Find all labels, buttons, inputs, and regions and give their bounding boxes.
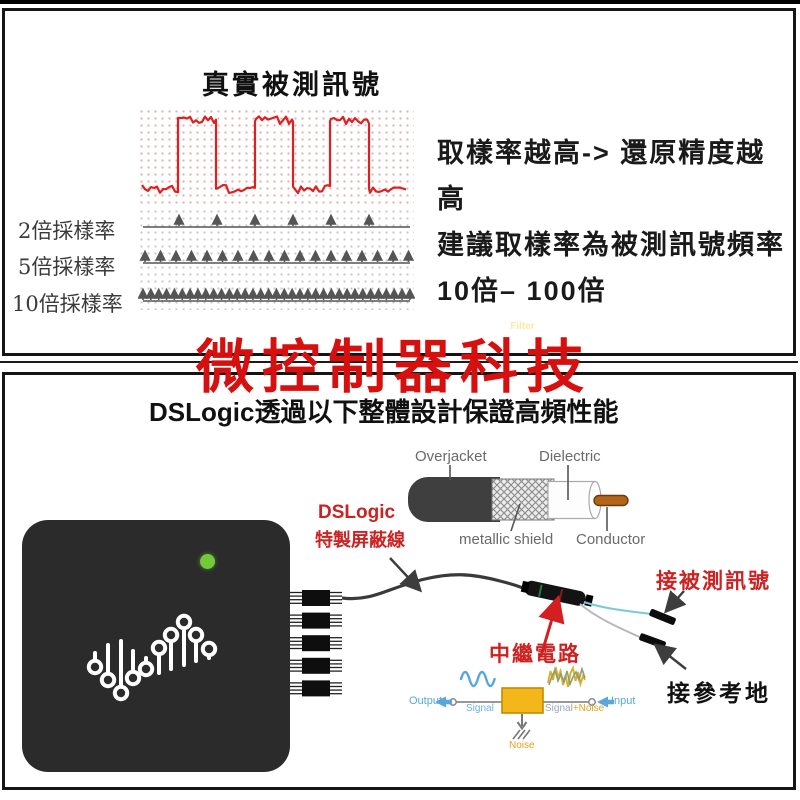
signal-label: Signal	[466, 703, 494, 714]
noisy-square-wave	[141, 115, 407, 195]
advice-line-3: 10倍– 100倍	[437, 276, 607, 306]
dslogic-label: DSLogic	[318, 502, 396, 523]
output-label: Output	[409, 695, 443, 707]
shielded-wire-label: 特製屏蔽線	[315, 530, 405, 550]
advice-line-1: 取樣率越高-> 還原精度越高	[437, 138, 766, 214]
filter-box-label: Filter	[510, 321, 535, 332]
signal-noise-label: Signal+Noise	[545, 703, 605, 714]
rate-5x-label: 5倍採樣率	[18, 255, 116, 279]
dreamsourcelab-logo-icon	[86, 613, 218, 702]
panel-divider-line	[0, 361, 798, 363]
dielectric-label: Dielectric	[539, 448, 601, 465]
power-led	[200, 554, 215, 569]
probe-ground-label: 接參考地	[667, 680, 771, 706]
probe-signal-label: 接被測訊號	[656, 570, 771, 593]
metallic-shield-label: metallic shield	[459, 531, 554, 548]
advice-line-2: 建議取樣率為被測訊號頻率	[437, 230, 785, 260]
conductor-label: Conductor	[576, 531, 646, 548]
rate-2x-label: 2倍採樣率	[18, 219, 116, 243]
noise-label: Noise	[509, 740, 535, 751]
rate-10x-label: 10倍採樣率	[12, 292, 123, 316]
dslogic-device	[22, 520, 290, 772]
design-title: DSLogic透過以下整體設計保證高頻性能	[149, 397, 619, 427]
top-edge-bar	[0, 0, 800, 4]
sampling-arrow-rows	[138, 213, 415, 302]
real-signal-title: 真實被測訊號	[202, 70, 382, 100]
sampling-advice-text: 取樣率越高-> 還原精度越高 建議取樣率為被測訊號頻率 10倍– 100倍	[437, 130, 793, 314]
relay-circuit-label: 中繼電路	[489, 643, 581, 666]
overjacket-label: Overjacket	[415, 448, 487, 465]
input-label: Input	[611, 695, 636, 707]
brand-watermark: 微控制器科技	[196, 333, 593, 401]
